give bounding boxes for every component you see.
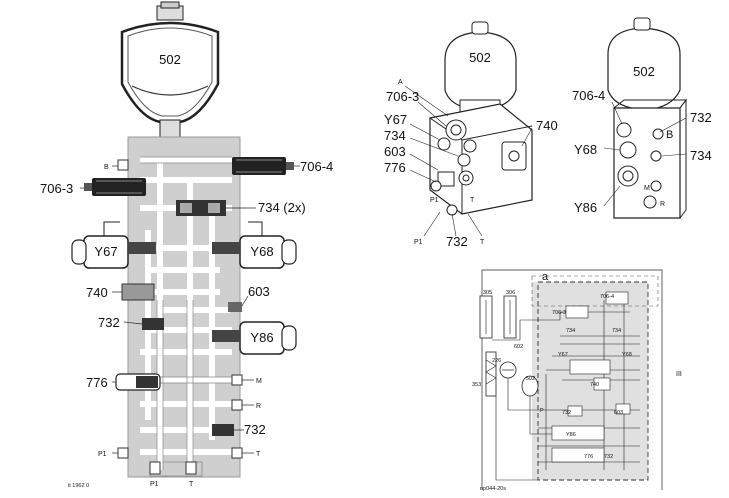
iso-left-734: 734: [384, 128, 406, 143]
sch-734-l: 734: [566, 328, 575, 334]
hydraulic-schematic: a 305 306 602 706-3 706-4 734 734 Y67 Y6…: [472, 269, 682, 492]
iso-left-p1-face: P1: [430, 197, 439, 204]
iso-left-732: 732: [446, 234, 468, 249]
sch-706-3: 706-3: [552, 310, 566, 316]
y86-label: Y86: [250, 330, 273, 345]
sch-306: 306: [506, 290, 515, 296]
iso-left-603: 603: [384, 144, 406, 159]
figure-code: it 1962 0: [68, 483, 89, 489]
leader-lines: [80, 165, 300, 454]
label-740: 740: [86, 285, 108, 300]
iso-left-y67: Y67: [384, 112, 407, 127]
label-732-upper: 732: [98, 315, 120, 330]
iso-view-left: 502 A 706-3 Y67 734 603 776 740 P1 T P1 …: [384, 21, 558, 249]
cartridge-706-4: [232, 157, 294, 175]
y68-label: Y68: [250, 244, 273, 259]
sch-603: 603: [614, 410, 623, 416]
accumulator-502: 502: [120, 1, 220, 139]
check-valves-734: [176, 200, 226, 216]
iso-right-734: 734: [690, 148, 712, 163]
iso-right-m: M: [644, 185, 650, 192]
sch-305: 305: [483, 290, 492, 296]
iso-left-a: A: [398, 79, 403, 86]
sch-732-b: 732: [604, 454, 613, 460]
iso-right-502: 502: [633, 64, 655, 79]
iso-left-502: 502: [469, 50, 491, 65]
sch-y68: Y68: [622, 352, 632, 358]
section-view: 502: [40, 1, 333, 489]
ports: [117, 159, 243, 475]
valve-740: [121, 283, 155, 301]
label-706-3: 706-3: [40, 181, 73, 196]
schematic-components: [551, 291, 631, 463]
port-p1-label: P1: [98, 451, 107, 458]
iso-left-740: 740: [536, 118, 558, 133]
label-603: 603: [248, 284, 270, 299]
sch-code: np044-20s: [480, 486, 506, 492]
label-734: 734 (2x): [258, 200, 306, 215]
y67-label: Y67: [94, 244, 117, 259]
sch-602: 602: [514, 344, 523, 350]
label-706-4: 706-4: [300, 159, 333, 174]
iso-right-706-4: 706-4: [572, 88, 605, 103]
solenoid-y67: Y67: [71, 221, 156, 269]
port-p1-bottom-label: P1: [150, 481, 159, 488]
sch-706-4: 706-4: [600, 294, 614, 300]
port-t-bottom-label: T: [189, 481, 194, 488]
cartridge-706-3: [84, 178, 146, 196]
accumulator-label: 502: [159, 52, 181, 67]
iso-left-t: T: [480, 239, 485, 246]
valve-732-lower: [212, 424, 234, 436]
iso-right-b: B: [666, 129, 673, 141]
sch-502: 502: [526, 376, 535, 382]
solenoid-y68: Y68: [212, 221, 297, 269]
valve-732-upper: [142, 318, 164, 330]
iso-view-right: 502 706-4 732 B Y68 734 M Y86 R: [572, 17, 712, 219]
iso-right-y68: Y68: [574, 142, 597, 157]
iso-left-776: 776: [384, 160, 406, 175]
sch-734-r: 734: [612, 328, 621, 334]
iso-right-732: 732: [690, 110, 712, 125]
iso-right-r: R: [660, 201, 665, 208]
label-732-lower: 732: [244, 422, 266, 437]
port-t-label: T: [256, 451, 261, 458]
port-r-label: R: [256, 403, 261, 410]
iso-left-p1: P1: [414, 239, 423, 246]
sch-732: 732: [562, 410, 571, 416]
solenoid-y86: Y86: [212, 321, 297, 355]
sch-roman-iii: III: [676, 371, 682, 378]
sch-a: a: [542, 271, 549, 283]
iso-left-t-face: T: [470, 197, 475, 204]
sch-353: 353: [472, 382, 481, 388]
sch-y67: Y67: [558, 352, 568, 358]
sch-y86: Y86: [566, 432, 576, 438]
port-m-label: M: [256, 378, 262, 385]
port-603: [228, 302, 242, 312]
iso-left-706-3: 706-3: [386, 89, 419, 104]
port-b-label: B: [104, 164, 109, 171]
sch-740: 740: [590, 382, 599, 388]
sch-776: 776: [584, 454, 593, 460]
sch-p: P: [540, 408, 544, 414]
iso-right-y86: Y86: [574, 200, 597, 215]
label-776: 776: [86, 375, 108, 390]
sch-226: 226: [492, 358, 501, 364]
